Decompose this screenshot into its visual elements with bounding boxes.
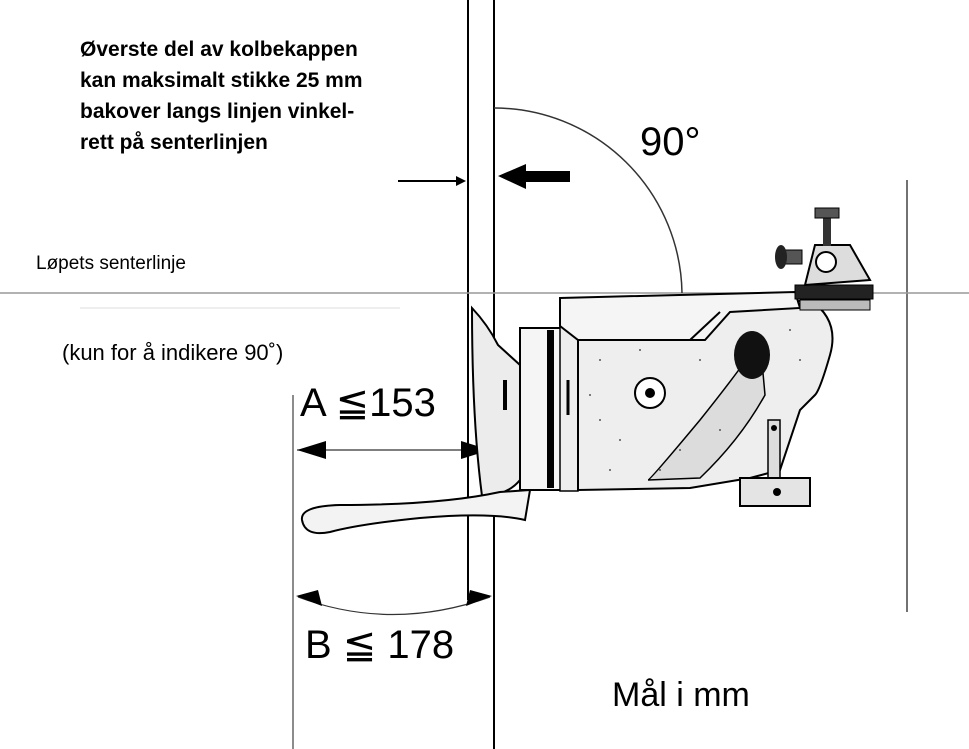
dimension-b xyxy=(296,590,492,616)
dimension-a-label: A ≦153 xyxy=(300,381,436,425)
dimension-b-label: B ≦ 178 xyxy=(305,623,455,667)
note-line-2: kan maksimalt stikke 25 mm xyxy=(80,69,363,92)
note-line-4: rett på senterlinjen xyxy=(80,131,268,154)
arrow-big-left xyxy=(498,164,570,189)
rifle-stock xyxy=(300,207,874,535)
units-label: Mål i mm xyxy=(612,676,750,714)
note-line-1: Øverste del av kolbekappen xyxy=(80,38,358,61)
dimension-a xyxy=(297,441,490,459)
centerline-label: Løpets senterlinje xyxy=(36,253,186,274)
note-line-3: bakover langs linjen vinkel- xyxy=(80,100,355,123)
angle-arc xyxy=(493,107,683,294)
indicate-label: (kun for å indikere 90˚) xyxy=(62,340,284,365)
arrow-small-right xyxy=(398,176,466,186)
angle-label: 90° xyxy=(640,120,701,164)
buttplate-note: Øverste del av kolbekappen kan maksimalt… xyxy=(80,34,470,158)
